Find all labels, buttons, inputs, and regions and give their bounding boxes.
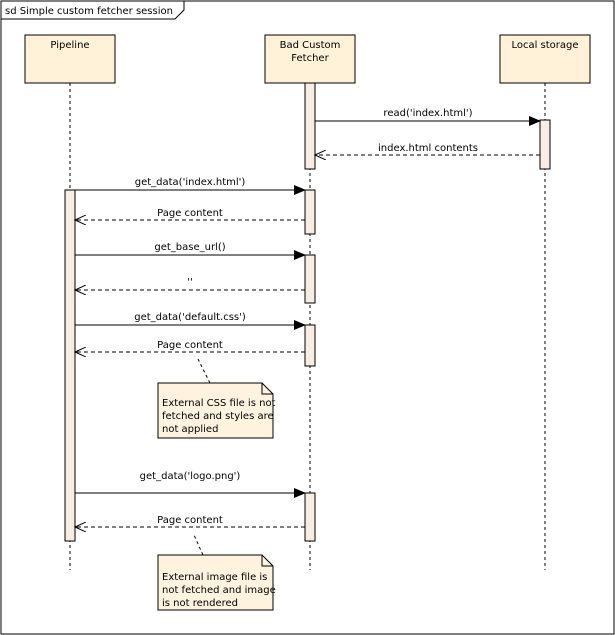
message-page-content-2: Page content <box>75 340 305 352</box>
note-text: fetched and styles are <box>162 411 274 422</box>
participant-storage: Local storage <box>499 34 591 570</box>
activation-bar <box>304 254 316 304</box>
message-page-content-3: Page content <box>75 515 305 527</box>
activation-bar <box>304 324 316 367</box>
message-label: get_base_url() <box>154 242 225 253</box>
note-text: is not rendered <box>162 598 238 609</box>
message-label: '' <box>187 277 193 288</box>
note-connector <box>197 358 211 384</box>
message-empty-string: '' <box>75 277 305 290</box>
note-fold <box>261 555 273 567</box>
note-text: External image file is <box>162 572 267 583</box>
participant-name: Bad Custom <box>280 40 341 51</box>
note-connector <box>193 534 204 556</box>
message-label: Page content <box>157 515 223 526</box>
note-css: External CSS file is not fetched and sty… <box>157 358 276 439</box>
message-label: read('index.html') <box>383 108 472 119</box>
participant-name: Fetcher <box>291 53 329 64</box>
message-get-data-logo: get_data('logo.png') <box>75 471 306 498</box>
message-label: get_data('logo.png') <box>140 471 241 482</box>
note-shape <box>157 554 274 611</box>
note-shape <box>157 382 274 439</box>
message-label: get_data('default.css') <box>134 312 246 323</box>
message-label: Page content <box>157 208 223 219</box>
message-index-contents: index.html contents <box>315 143 540 155</box>
message-label: index.html contents <box>378 143 478 154</box>
activation-bar <box>64 189 76 542</box>
note-image: External image file is not fetched and i… <box>157 534 276 611</box>
participant-box <box>499 34 591 84</box>
frame-title: sd Simple custom fetcher session <box>5 6 173 17</box>
message-label: get_data('index.html') <box>135 177 246 188</box>
note-text: External CSS file is not <box>162 398 276 409</box>
message-page-content-1: Page content <box>75 208 305 220</box>
message-read-index: read('index.html') <box>315 108 541 126</box>
note-text: not fetched and image <box>162 585 276 596</box>
participant-pipeline: Pipeline <box>24 34 116 570</box>
participant-name: Local storage <box>511 40 578 51</box>
activation-bar <box>304 492 316 542</box>
message-get-data-index: get_data('index.html') <box>75 177 306 195</box>
activation-bar <box>304 82 316 170</box>
note-text: not applied <box>162 424 218 435</box>
message-get-data-css: get_data('default.css') <box>75 312 306 330</box>
message-label: Page content <box>157 340 223 351</box>
frame-tab <box>1 1 185 20</box>
message-get-base-url: get_base_url() <box>75 242 306 260</box>
participant-box <box>24 34 116 84</box>
activation-bar <box>539 119 551 170</box>
participant-name: Pipeline <box>50 40 89 51</box>
note-fold <box>261 383 273 395</box>
activation-bar <box>304 189 316 235</box>
